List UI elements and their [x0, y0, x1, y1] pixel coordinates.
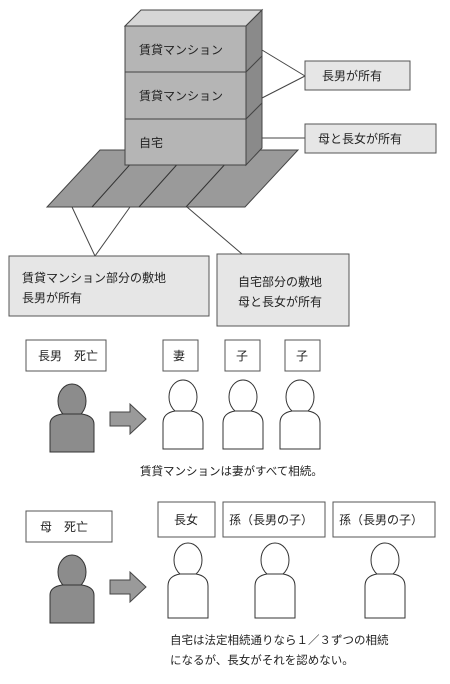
heir-2b-label: 孫（長男の子）: [229, 513, 313, 527]
building-side-line-2: [245, 102, 263, 120]
heir-person-1b-icon: [222, 379, 264, 450]
deceased-1-label: 長男 死亡: [38, 349, 98, 363]
heir-2a-box: [157, 501, 216, 538]
arrow-1-icon: [109, 402, 147, 436]
land-left-box: [8, 255, 210, 317]
scenario-1-caption: 賃貸マンションは妻がすべて相続。: [140, 464, 323, 478]
heir-person-2c-icon: [364, 542, 406, 619]
heir-1b-label: 子: [236, 349, 248, 363]
scenario-2: 母 死亡 長女 孫（長男の子） 孫（長男の子） 自宅は法定相続通りなら１／３ずつ…: [25, 501, 436, 667]
ownership-callouts: 長男が所有 母と長女が所有: [261, 49, 437, 154]
heir-1a-label: 妻: [173, 349, 185, 363]
land-left-line2: 長男が所有: [22, 290, 82, 305]
building-top: [123, 9, 264, 27]
heir-1b-box: [224, 339, 261, 372]
floor-1-box: [124, 25, 247, 73]
heir-2c-label: 孫（長男の子）: [339, 513, 423, 527]
owner-lower-label: 母と長女が所有: [318, 131, 402, 146]
owner-lower-box: [304, 123, 437, 154]
scenario-2-caption-line1: 自宅は法定相続通りなら１／３ずつの相続: [170, 633, 389, 647]
land-callout-line-a: [71, 206, 96, 257]
deceased-2-box: [25, 510, 113, 543]
deceased-2-label: 母 死亡: [40, 520, 88, 534]
deceased-person-1-icon: [49, 383, 95, 453]
heir-person-2b-icon: [254, 542, 296, 619]
building-side: [245, 8, 263, 167]
heir-person-1a-icon: [162, 379, 204, 450]
heir-1c-label: 子: [296, 349, 308, 363]
heir-1a-box: [162, 339, 199, 372]
land-callout-line-b: [94, 206, 131, 257]
heir-2a-label: 長女: [174, 512, 198, 527]
owner-upper-label: 長男が所有: [322, 68, 382, 83]
heir-person-2a-icon: [167, 542, 209, 619]
floor-3-label: 自宅: [139, 135, 163, 150]
heir-2b-box: [222, 501, 326, 538]
scenario-2-caption-line2: になるが、長女がそれを認めない。: [170, 653, 354, 667]
callout-line-upper-b: [261, 75, 306, 99]
land-right-line2: 母と長女が所有: [238, 294, 322, 309]
owner-upper-box: [304, 60, 411, 91]
heir-2c-box: [332, 501, 436, 538]
heir-person-1c-icon: [279, 379, 321, 450]
land-callout-line-c: [186, 206, 243, 255]
floor-2-label: 賃貸マンション: [139, 88, 223, 103]
floor-2-box: [124, 71, 247, 120]
land-left-line1: 賃貸マンション部分の敷地: [22, 270, 166, 285]
deceased-person-2-icon: [49, 554, 95, 624]
land-callouts: 賃貸マンション部分の敷地 長男が所有 自宅部分の敷地 母と長女が所有: [8, 206, 350, 327]
building-side-line-1: [245, 55, 263, 73]
heir-1c-box: [284, 339, 321, 372]
callout-line-upper-a: [261, 49, 306, 77]
land-right-box: [216, 253, 350, 327]
arrow-2-icon: [109, 570, 147, 604]
floor-1-label: 賃貸マンション: [139, 42, 223, 57]
floor-3-box: [124, 118, 247, 166]
land-right-line1: 自宅部分の敷地: [238, 274, 322, 289]
building: 賃貸マンション 賃貸マンション 自宅: [123, 8, 264, 167]
scenario-1: 長男 死亡 妻 子 子 賃貸マンションは妻がすべて相続。: [25, 339, 323, 478]
deceased-1-box: [25, 339, 107, 372]
